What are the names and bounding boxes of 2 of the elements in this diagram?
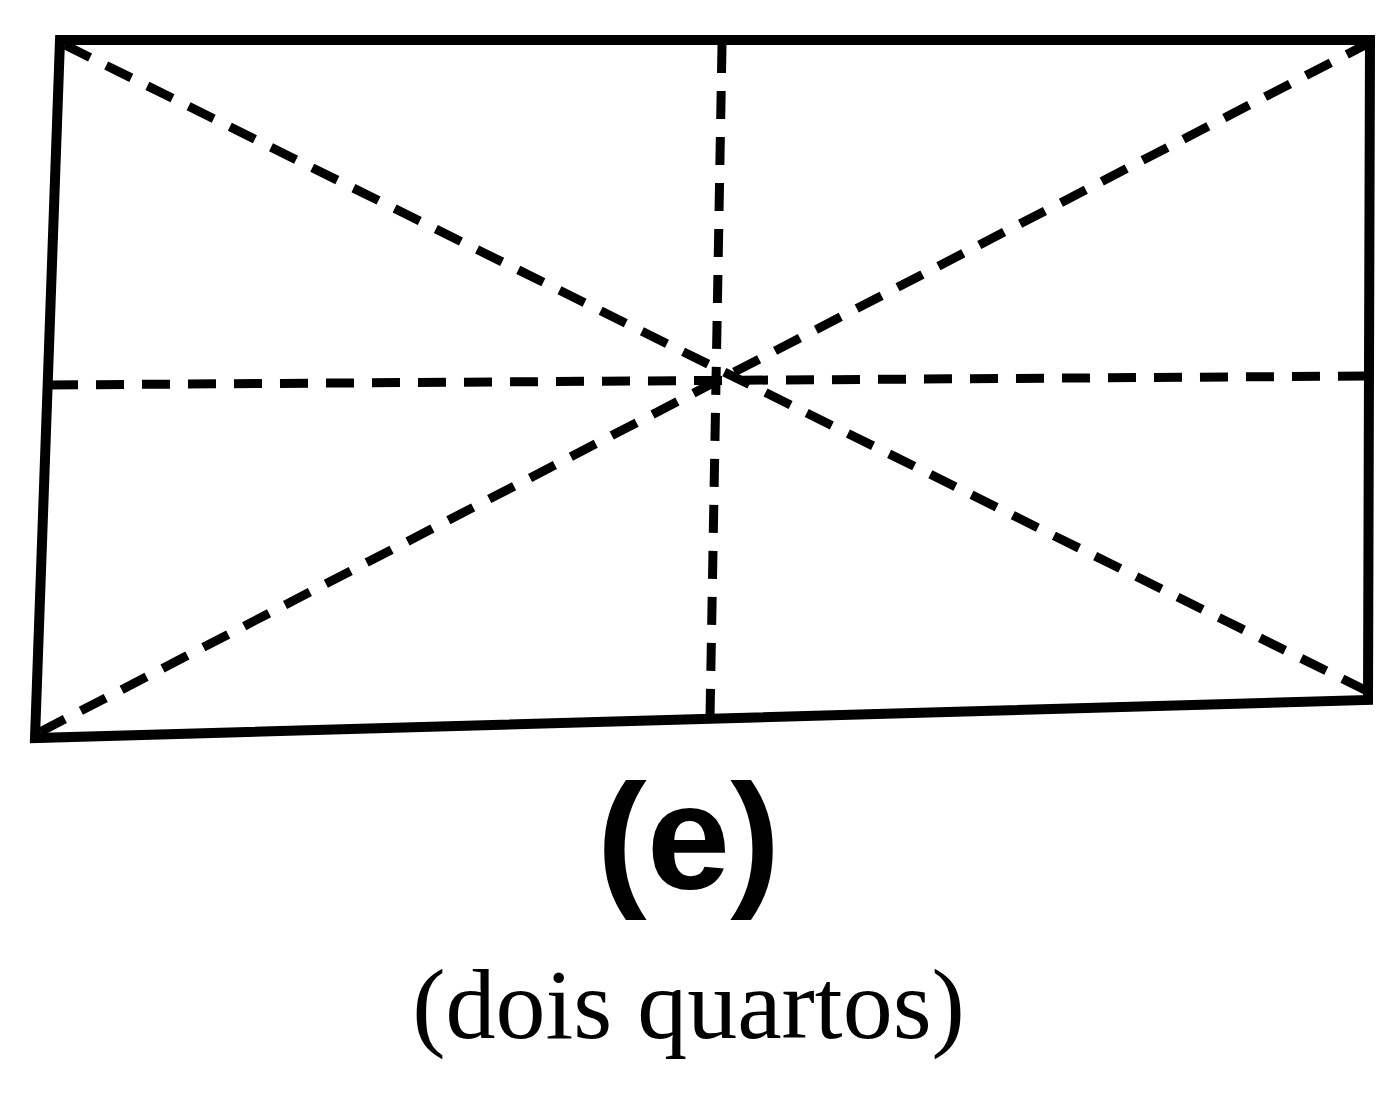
figure-label: (e) bbox=[596, 755, 781, 920]
caption-text: (dois quartos) bbox=[412, 950, 965, 1060]
